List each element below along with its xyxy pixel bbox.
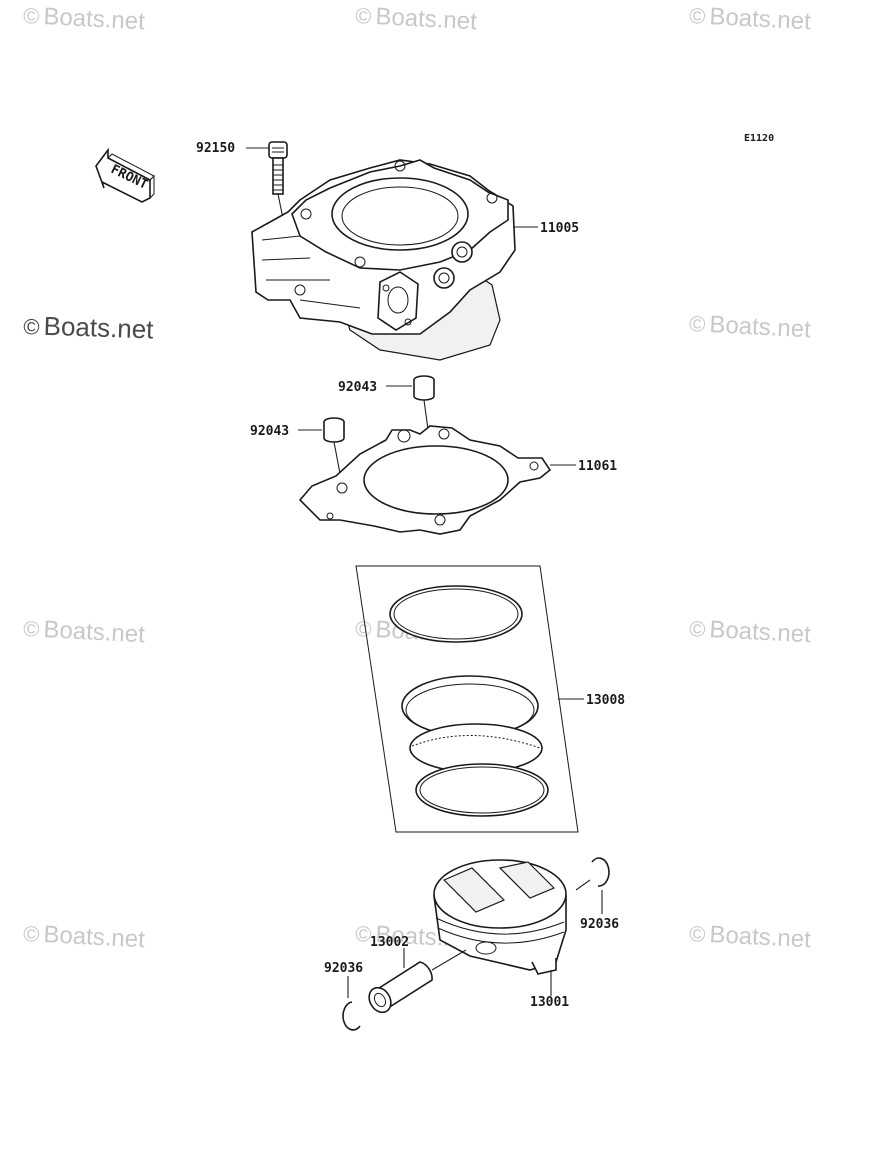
part-number-92150: 92150 — [196, 141, 235, 156]
piston-13001 — [433, 859, 567, 975]
part-number-92043-upper: 92043 — [338, 380, 377, 395]
part-number-13002: 13002 — [370, 935, 409, 950]
dowel-pin-92043-upper — [413, 375, 441, 519]
front-arrow-icon: FRONT — [95, 147, 155, 203]
part-number-13001: 13001 — [530, 995, 569, 1010]
circlip-92036-right — [575, 857, 610, 914]
part-number-92043-lower: 92043 — [250, 424, 289, 439]
piston-ring-set-13008 — [355, 565, 579, 833]
piston-pin-13002 — [368, 948, 467, 1014]
part-number-92036-left: 92036 — [324, 961, 363, 976]
part-number-11005: 11005 — [540, 221, 579, 236]
circlip-92036-left — [342, 976, 361, 1031]
gasket-11061 — [298, 425, 552, 535]
dowel-pin-92043-lower — [323, 417, 345, 485]
cylinder-11005 — [251, 159, 516, 361]
diagram-code: E1120 — [744, 133, 774, 144]
part-number-11061: 11061 — [578, 459, 617, 474]
part-number-92036-right: 92036 — [580, 917, 619, 932]
part-number-13008: 13008 — [586, 693, 625, 708]
